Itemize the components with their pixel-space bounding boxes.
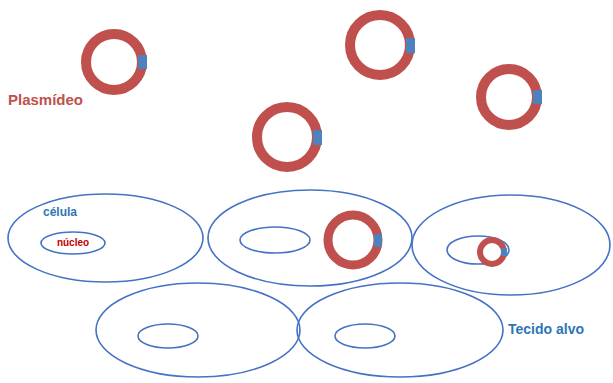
cell-outline (412, 195, 610, 295)
plasmid-ring (86, 34, 147, 90)
nucleus-label: núcleo (57, 237, 89, 249)
nucleus-outline (240, 227, 310, 253)
outline-shape (8, 194, 203, 282)
nucleus-outline (138, 324, 198, 348)
label-holder: Plasmídeo (8, 91, 83, 108)
nucleus: núcleo (40, 231, 106, 255)
cell-outline (7, 193, 204, 283)
label-holder: Tecido alvo (508, 321, 584, 337)
cell-label: célula (43, 205, 77, 219)
cell-outline (96, 283, 300, 377)
plasmid-ring (257, 107, 322, 167)
outline-shape (41, 232, 105, 254)
nucleus-outline (447, 236, 509, 264)
cell: célula núcleo (7, 193, 204, 283)
tissue-label: Tecido alvo (508, 321, 584, 337)
cells (96, 190, 610, 377)
cell-outline (208, 190, 412, 286)
plasmid-in-nucleus (480, 240, 507, 264)
nucleus-outline (335, 324, 395, 348)
plasmid-ring (350, 15, 415, 75)
cell-outline (297, 283, 503, 377)
plasmid-label: Plasmídeo (8, 91, 83, 108)
plasmid-ring (481, 69, 542, 125)
plasmids (86, 15, 542, 265)
plasmid-in-cell (328, 215, 382, 265)
